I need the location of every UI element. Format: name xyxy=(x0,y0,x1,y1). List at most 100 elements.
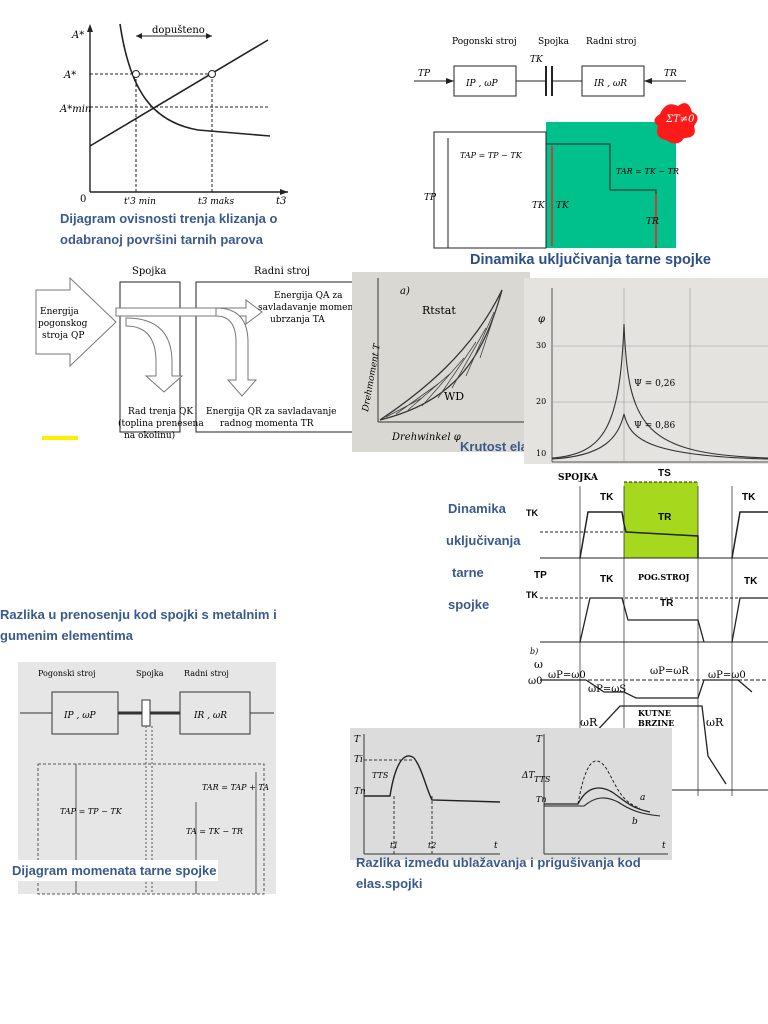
energy-input-arrow xyxy=(35,276,117,368)
damp-t-2: t xyxy=(662,841,666,851)
timing-spojka: SPOJKA xyxy=(558,473,599,483)
res-tick-20: 20 xyxy=(536,397,546,406)
teal-energy-block xyxy=(546,122,676,248)
timing-wr-1: ωR xyxy=(580,716,598,729)
dyn-left-box xyxy=(453,65,517,97)
dyn-tp: TP xyxy=(418,69,431,79)
hyst-label-a: a) xyxy=(400,286,410,297)
timing-tk-2: TK xyxy=(742,492,756,503)
damp-t2: t2 xyxy=(428,841,436,850)
energy-flow-panel: Spojka Radni stroj Energija pogonskog st… xyxy=(35,262,363,442)
hyst-y-axis: Drehmoment T xyxy=(361,342,383,413)
timing-diagram: SPOJKA TS TK TK TR TK TP TK POG.STROJ TK… xyxy=(526,468,768,796)
x-tmin: t'3 min xyxy=(124,197,156,207)
caption-krutost: Krutost ela xyxy=(460,439,528,454)
moment-left-box: IP , ωP xyxy=(63,711,97,721)
resonance-chart: φ 30 20 10 Ψ = 0,26 Ψ = 0,86 xyxy=(536,288,768,463)
dyn-radni-label: Radni stroj xyxy=(586,37,636,47)
damp-tn: Tn xyxy=(354,787,366,797)
energy-flow-diagram: Spojka Radni stroj Energija pogonskog st… xyxy=(35,266,363,441)
energy-pog-line3: stroja QP xyxy=(42,331,84,341)
timing-tr-2: TR xyxy=(660,598,674,609)
timing-wp-wr: ωP=ωR xyxy=(650,666,689,677)
damp-a: a xyxy=(640,793,645,803)
dyn-tk-lower2: TK xyxy=(556,201,570,211)
dyn-tp-lower: TP xyxy=(424,193,437,203)
dyn-right-box-label: IR , ωR xyxy=(593,79,627,89)
moment-right-box: IR , ωR xyxy=(193,711,227,721)
sum-cloud xyxy=(654,103,698,144)
energy-spojka: Spojka xyxy=(132,266,166,277)
friction-curve xyxy=(119,23,271,137)
energy-qa-line1: Energija QA za xyxy=(274,291,343,301)
dynamics-panel: Pogonski stroj Spojka Radni stroj IP , ω… xyxy=(410,30,698,249)
timing-omega: ω xyxy=(534,658,543,671)
energy-radni: Radni stroj xyxy=(254,266,310,277)
caption-ublazavanje: Razlika između ublažavanja i prigušivanj… xyxy=(356,855,641,891)
timing-wp-w0: ωP=ω0 xyxy=(548,670,586,681)
timing-tk-left: TK xyxy=(526,508,538,518)
dyn-sum-text: ΣT≠0 xyxy=(665,114,695,125)
energy-pog-line2: pogonskog xyxy=(38,319,88,329)
side-caption-line1: Dinamika xyxy=(448,501,506,516)
caption-dynamics-title: Dinamika uključivanja tarne spojke xyxy=(470,252,711,268)
y-label-min: A*min xyxy=(59,104,91,115)
res-psi2: Ψ = 0,86 xyxy=(634,421,675,431)
res-tick-30: 30 xyxy=(536,341,546,350)
energy-pog-line1: Energija xyxy=(40,307,79,317)
energy-qr-line2: radnog momenta TR xyxy=(220,419,314,429)
damp-ti: Ti xyxy=(354,755,363,765)
timing-tk-1: TK xyxy=(600,492,614,503)
energy-qa-line3: ubrzanja TA xyxy=(270,315,325,325)
timing-tr-1: TR xyxy=(658,512,672,523)
energy-qr-line1: Energija QR za savladavanje xyxy=(206,407,336,417)
timing-wr-2: ωR xyxy=(706,716,724,729)
res-tick-10: 10 xyxy=(536,449,546,458)
dyn-left-box-label: IP , ωP xyxy=(465,79,499,89)
friction-chart: dopušteno A* A* A*min 0 t'3 min t3 maks … xyxy=(59,23,288,207)
timing-diagram-panel: SPOJKA TS TK TK TR TK TP TK POG.STROJ TK… xyxy=(526,466,768,796)
dynamics-diagram: Pogonski stroj Spojka Radni stroj IP , ω… xyxy=(414,37,698,249)
energy-trenja-line3: na okolinu) xyxy=(124,430,175,441)
hysteresis-photo: a) Rtstat WD Drehmoment T Drehwinkel φ xyxy=(352,272,530,452)
moment-tap: TAP = TP − TK xyxy=(60,807,123,816)
dyn-tk-top: TK xyxy=(530,55,544,65)
dyn-tap: TAP = TP − TK xyxy=(460,151,523,160)
res-phi: φ xyxy=(538,314,545,325)
side-caption-line4: spojke xyxy=(448,597,490,612)
hyst-wd: WD xyxy=(444,390,464,403)
timing-kutne: KUTNE xyxy=(638,708,671,718)
damping-photo: T Ti Tn TTS t1 t2 t T ΔT TTS Tn a b t xyxy=(350,728,672,860)
dyn-tk-lower: TK xyxy=(532,201,546,211)
side-caption-line2: uključivanja xyxy=(446,533,521,548)
hyst-x-axis: Drehwinkel φ xyxy=(391,432,461,443)
moment-pogonski: Pogonski stroj xyxy=(38,669,95,678)
hysteresis-chart: a) Rtstat WD Drehmoment T Drehwinkel φ xyxy=(361,278,528,443)
damp-delta: ΔT xyxy=(521,771,535,781)
side-caption-line3: tarne xyxy=(452,565,484,580)
y-label-top: A* xyxy=(71,30,84,41)
dyn-pogonski-label: Pogonski stroj xyxy=(452,37,517,47)
moment-tar: TAR = TAP + TA xyxy=(202,783,269,792)
moment-spojka: Spojka xyxy=(136,669,164,678)
friction-chart-panel: dopušteno A* A* A*min 0 t'3 min t3 maks … xyxy=(58,22,290,212)
timing-pog-stroj: POG.STROJ xyxy=(638,572,690,582)
res-psi1: Ψ = 0,26 xyxy=(634,379,675,389)
bracket-label: dopušteno xyxy=(152,25,205,36)
timing-tk-4: TK xyxy=(744,576,758,587)
timing-tk-left2: TK xyxy=(526,590,538,600)
damp-tts-2: TTS xyxy=(534,775,551,784)
moment-ta: TA = TK − TR xyxy=(186,827,243,836)
caption-moment-diagram: Dijagram momenata tarne spojke xyxy=(10,860,219,881)
damp-t-1: t xyxy=(494,841,498,851)
yellow-marker xyxy=(42,436,78,440)
x-t3: t3 xyxy=(276,196,286,207)
wear-line xyxy=(89,39,269,147)
timing-wp-ws: ωP=ωS xyxy=(588,684,626,695)
timing-tk-3: TK xyxy=(600,574,614,585)
timing-tp: TP xyxy=(534,570,547,581)
damp-t1: t1 xyxy=(390,841,398,850)
x-origin: 0 xyxy=(80,194,86,205)
x-tmax: t3 maks xyxy=(198,197,235,207)
timing-brzine: BRZINE xyxy=(638,718,674,728)
